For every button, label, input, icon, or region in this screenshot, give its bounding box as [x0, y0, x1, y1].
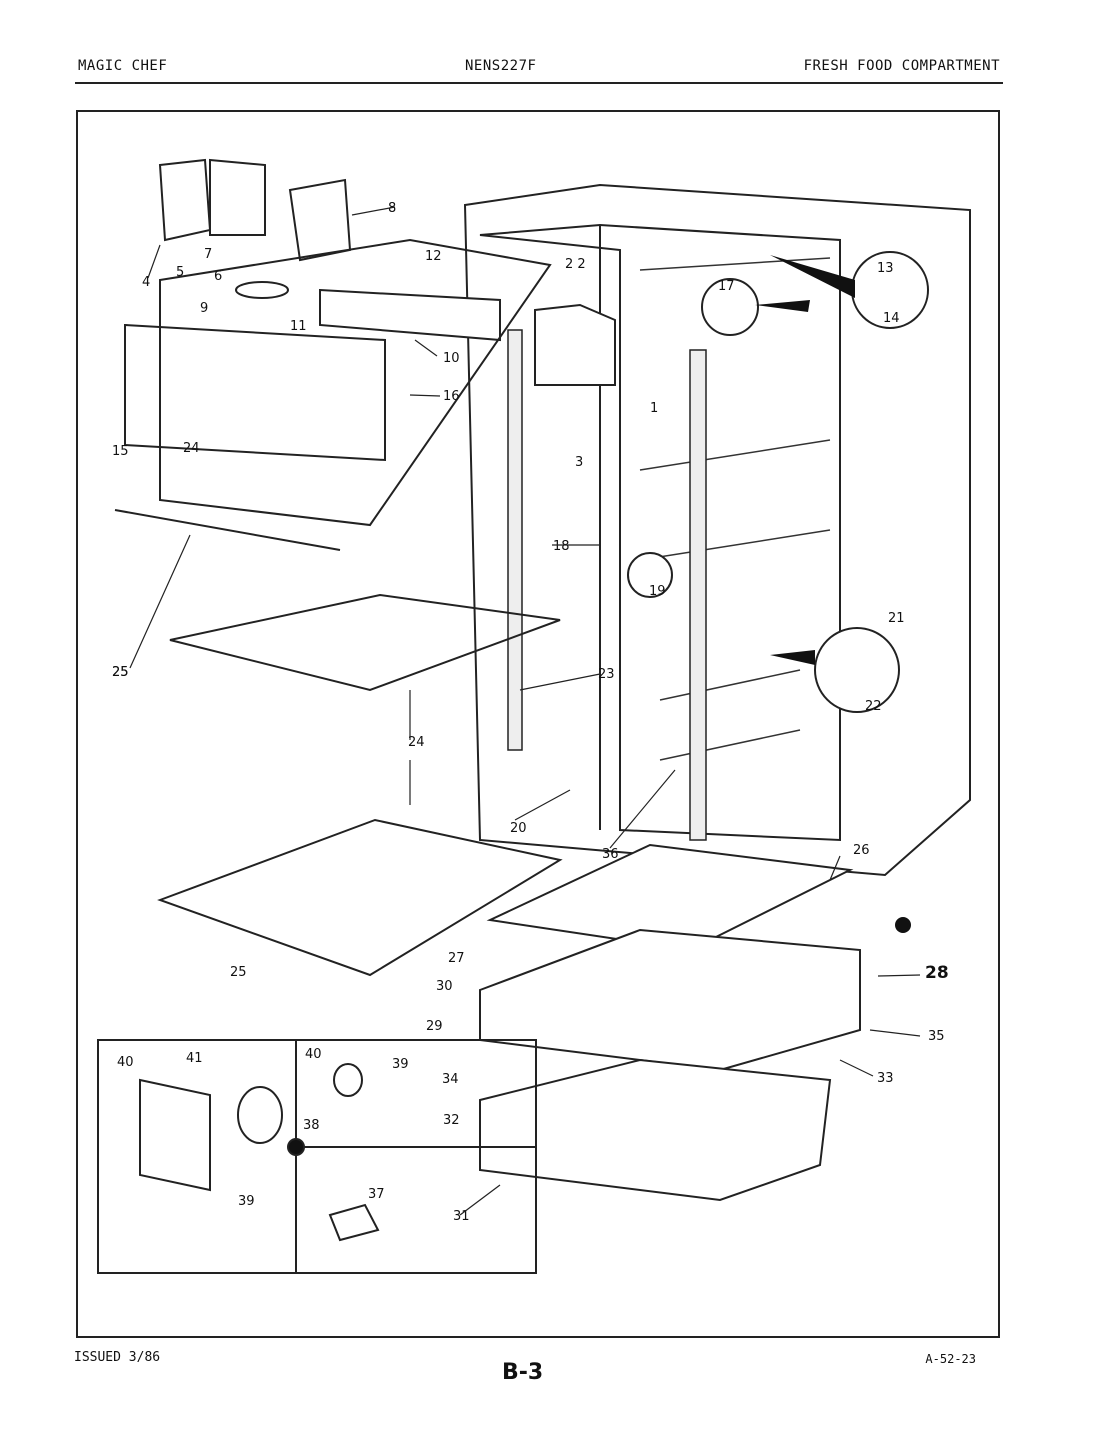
callout-label: 34 [442, 1072, 459, 1087]
callout-label: 23 [598, 667, 615, 682]
callout-label: 41 [186, 1051, 203, 1066]
shelf-ladder-left [507, 329, 523, 751]
callout-label: 25 [112, 665, 129, 680]
wire-shelf-middle [169, 593, 561, 692]
callout-label: 39 [238, 1194, 255, 1209]
callout-label: 21 [888, 611, 905, 626]
callout-label: 25 [112, 665, 129, 680]
callout-label: 18 [553, 539, 570, 554]
callout-label: 10 [443, 351, 460, 366]
section-title: FRESH FOOD COMPARTMENT [803, 58, 1000, 74]
issue-date: ISSUED 3/86 [74, 1350, 161, 1365]
callout-label: 11 [290, 319, 307, 334]
reference-code: A-52-23 [925, 1352, 976, 1366]
pointer-wedges [755, 255, 855, 665]
callout-label: 19 [649, 584, 666, 599]
callout-label: 5 [176, 265, 184, 280]
zoom-bubbles [627, 251, 929, 713]
control-box [534, 303, 616, 386]
callout-label: 24 [183, 441, 200, 456]
callout-label: 36 [602, 847, 619, 862]
callout-label: 22 [865, 699, 882, 714]
callout-label: 6 [214, 269, 222, 284]
callout-label: 27 [448, 951, 465, 966]
crisper-assembly [479, 843, 861, 1202]
callout-label: 39 [392, 1057, 409, 1072]
callout-label: 14 [883, 311, 900, 326]
callout-label: 8 [388, 201, 396, 216]
wire-shelf-upper [114, 238, 552, 551]
callout-label: 29 [426, 1019, 443, 1034]
callout-label: 40 [305, 1047, 322, 1062]
callout-labels: 1 2 2 3 4 5 6 7 8 9 10 11 12 13 14 15 16… [112, 201, 949, 1224]
callout-label: 26 [853, 843, 870, 858]
callout-label: 15 [112, 444, 129, 459]
callout-label: 1 [650, 401, 658, 416]
callout-label: 32 [443, 1113, 460, 1128]
callout-label: 3 [575, 455, 583, 470]
callout-label: 2 2 [565, 257, 586, 272]
callout-label: 35 [928, 1029, 945, 1044]
callout-label: 38 [303, 1118, 320, 1133]
callout-label: 13 [877, 261, 894, 276]
callout-label: 7 [204, 247, 212, 262]
leader-lines [129, 206, 921, 1216]
wire-shelf-lower [157, 818, 563, 977]
callout-label: 17 [718, 279, 735, 294]
callout-label: 20 [510, 821, 527, 836]
callout-label: 16 [443, 389, 460, 404]
callout-label: 33 [877, 1071, 894, 1086]
shelf-ladder-right [689, 349, 707, 841]
light-housing [124, 158, 501, 462]
callout-label: 31 [453, 1209, 470, 1224]
callout-label: 30 [436, 979, 453, 994]
callout-marker-1 [895, 917, 911, 933]
page-number: B-3 [502, 1360, 544, 1385]
callout-label: 24 [408, 735, 425, 750]
callout-label: 9 [200, 301, 208, 316]
callout-label: 25 [230, 965, 247, 980]
diagram-frame [76, 110, 1000, 1338]
inset-detail-box [97, 1039, 537, 1274]
callout-label: 40 [117, 1055, 134, 1070]
callout-label: 12 [425, 249, 442, 264]
callout-label: 4 [142, 275, 150, 290]
brand-name: MAGIC CHEF [78, 58, 168, 74]
callout-label: 28 [925, 963, 949, 983]
liner-ribs [639, 257, 831, 761]
header-rule [75, 82, 1003, 84]
callout-label: 37 [368, 1187, 385, 1202]
model-number: NENS227F [465, 58, 537, 74]
